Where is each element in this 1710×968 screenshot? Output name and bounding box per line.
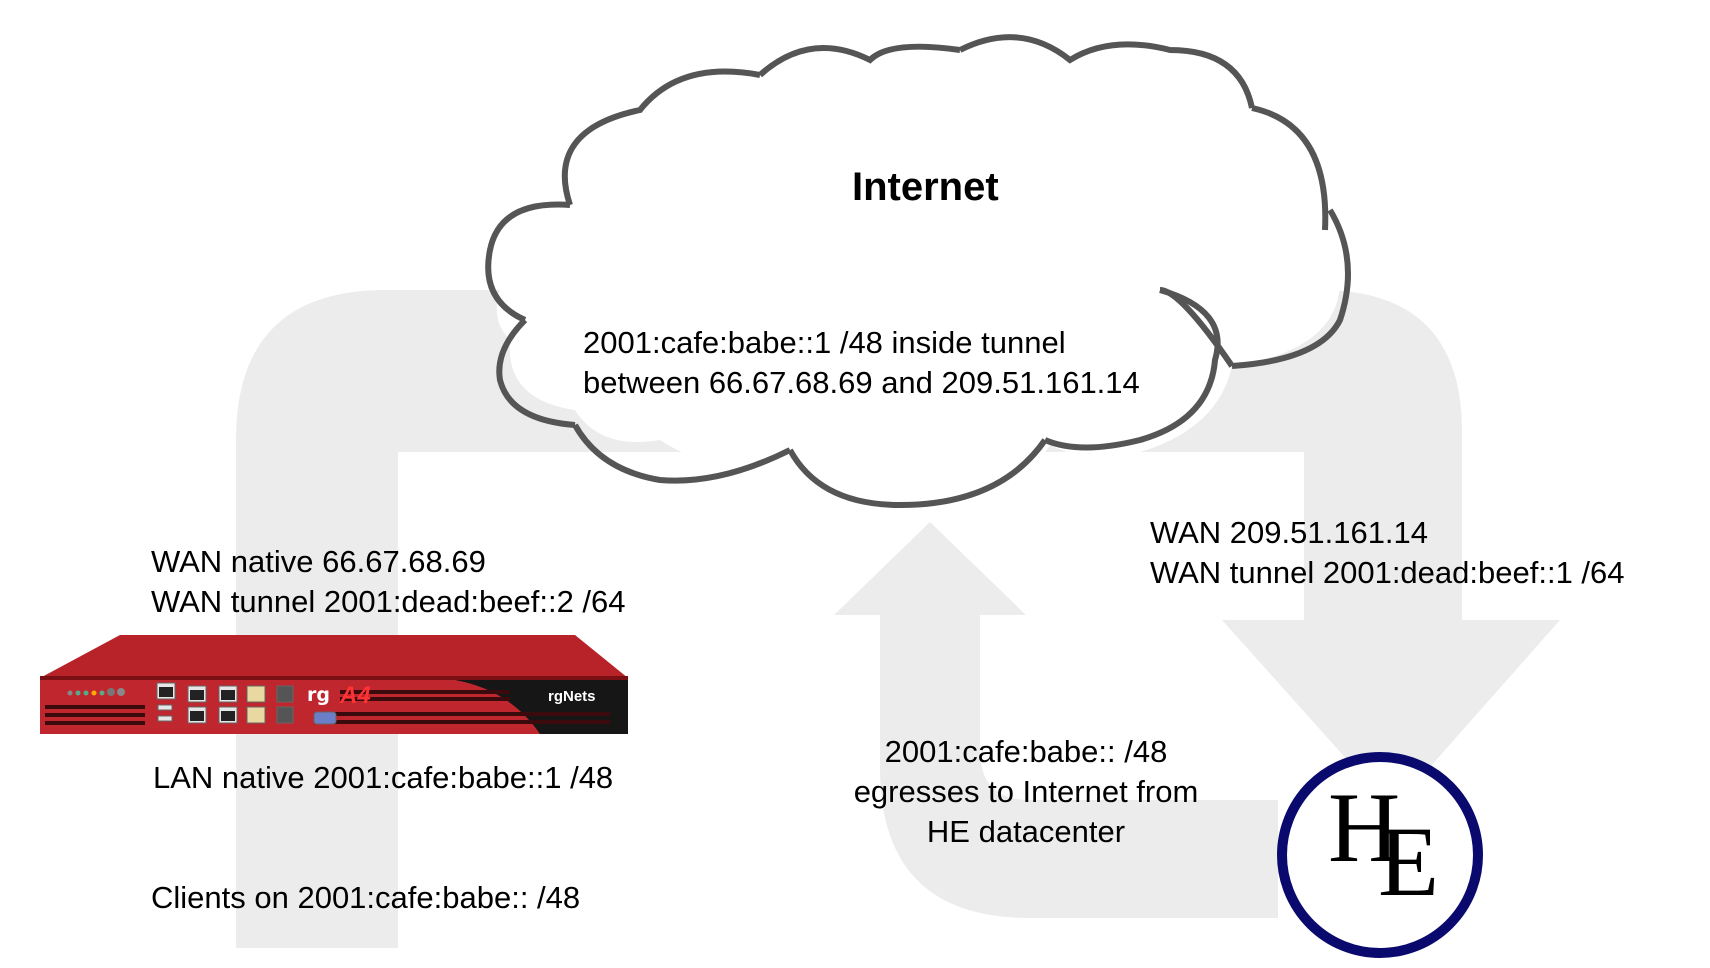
egress-flow-arrow bbox=[834, 522, 1278, 918]
he-wan-tunnel: WAN tunnel 2001:dead:beef::1 /64 bbox=[1150, 555, 1625, 590]
router-brand-label: rgNets bbox=[548, 688, 596, 705]
egress-line3: HE datacenter bbox=[926, 814, 1126, 849]
egress-line1: 2001:cafe:babe:: /48 bbox=[884, 734, 1168, 769]
egress-line2: egresses to Internet from bbox=[853, 774, 1199, 809]
router-model-label: A4 bbox=[340, 682, 371, 709]
he-logo-letter-e: E bbox=[1378, 806, 1440, 917]
router-wan-tunnel: WAN tunnel 2001:dead:beef::2 /64 bbox=[151, 584, 626, 619]
tunnel-description-line1: 2001:cafe:babe::1 /48 inside tunnel bbox=[583, 325, 1066, 360]
he-logo bbox=[1277, 752, 1483, 958]
internet-title: Internet bbox=[852, 165, 999, 209]
router-lan-native: LAN native 2001:cafe:babe::1 /48 bbox=[153, 760, 614, 795]
internet-cloud bbox=[485, 34, 1351, 509]
rgnets-a4-router bbox=[40, 635, 628, 734]
router-logo-mark: rg bbox=[307, 684, 330, 706]
he-wan-address: WAN 209.51.161.14 bbox=[1150, 515, 1429, 550]
he-logo-letter-h: H bbox=[1328, 772, 1401, 883]
router-wan-native: WAN native 66.67.68.69 bbox=[151, 544, 486, 579]
tunnel-description-line2: between 66.67.68.69 and 209.51.161.14 bbox=[583, 365, 1140, 400]
clients-subnet: Clients on 2001:cafe:babe:: /48 bbox=[151, 880, 581, 915]
